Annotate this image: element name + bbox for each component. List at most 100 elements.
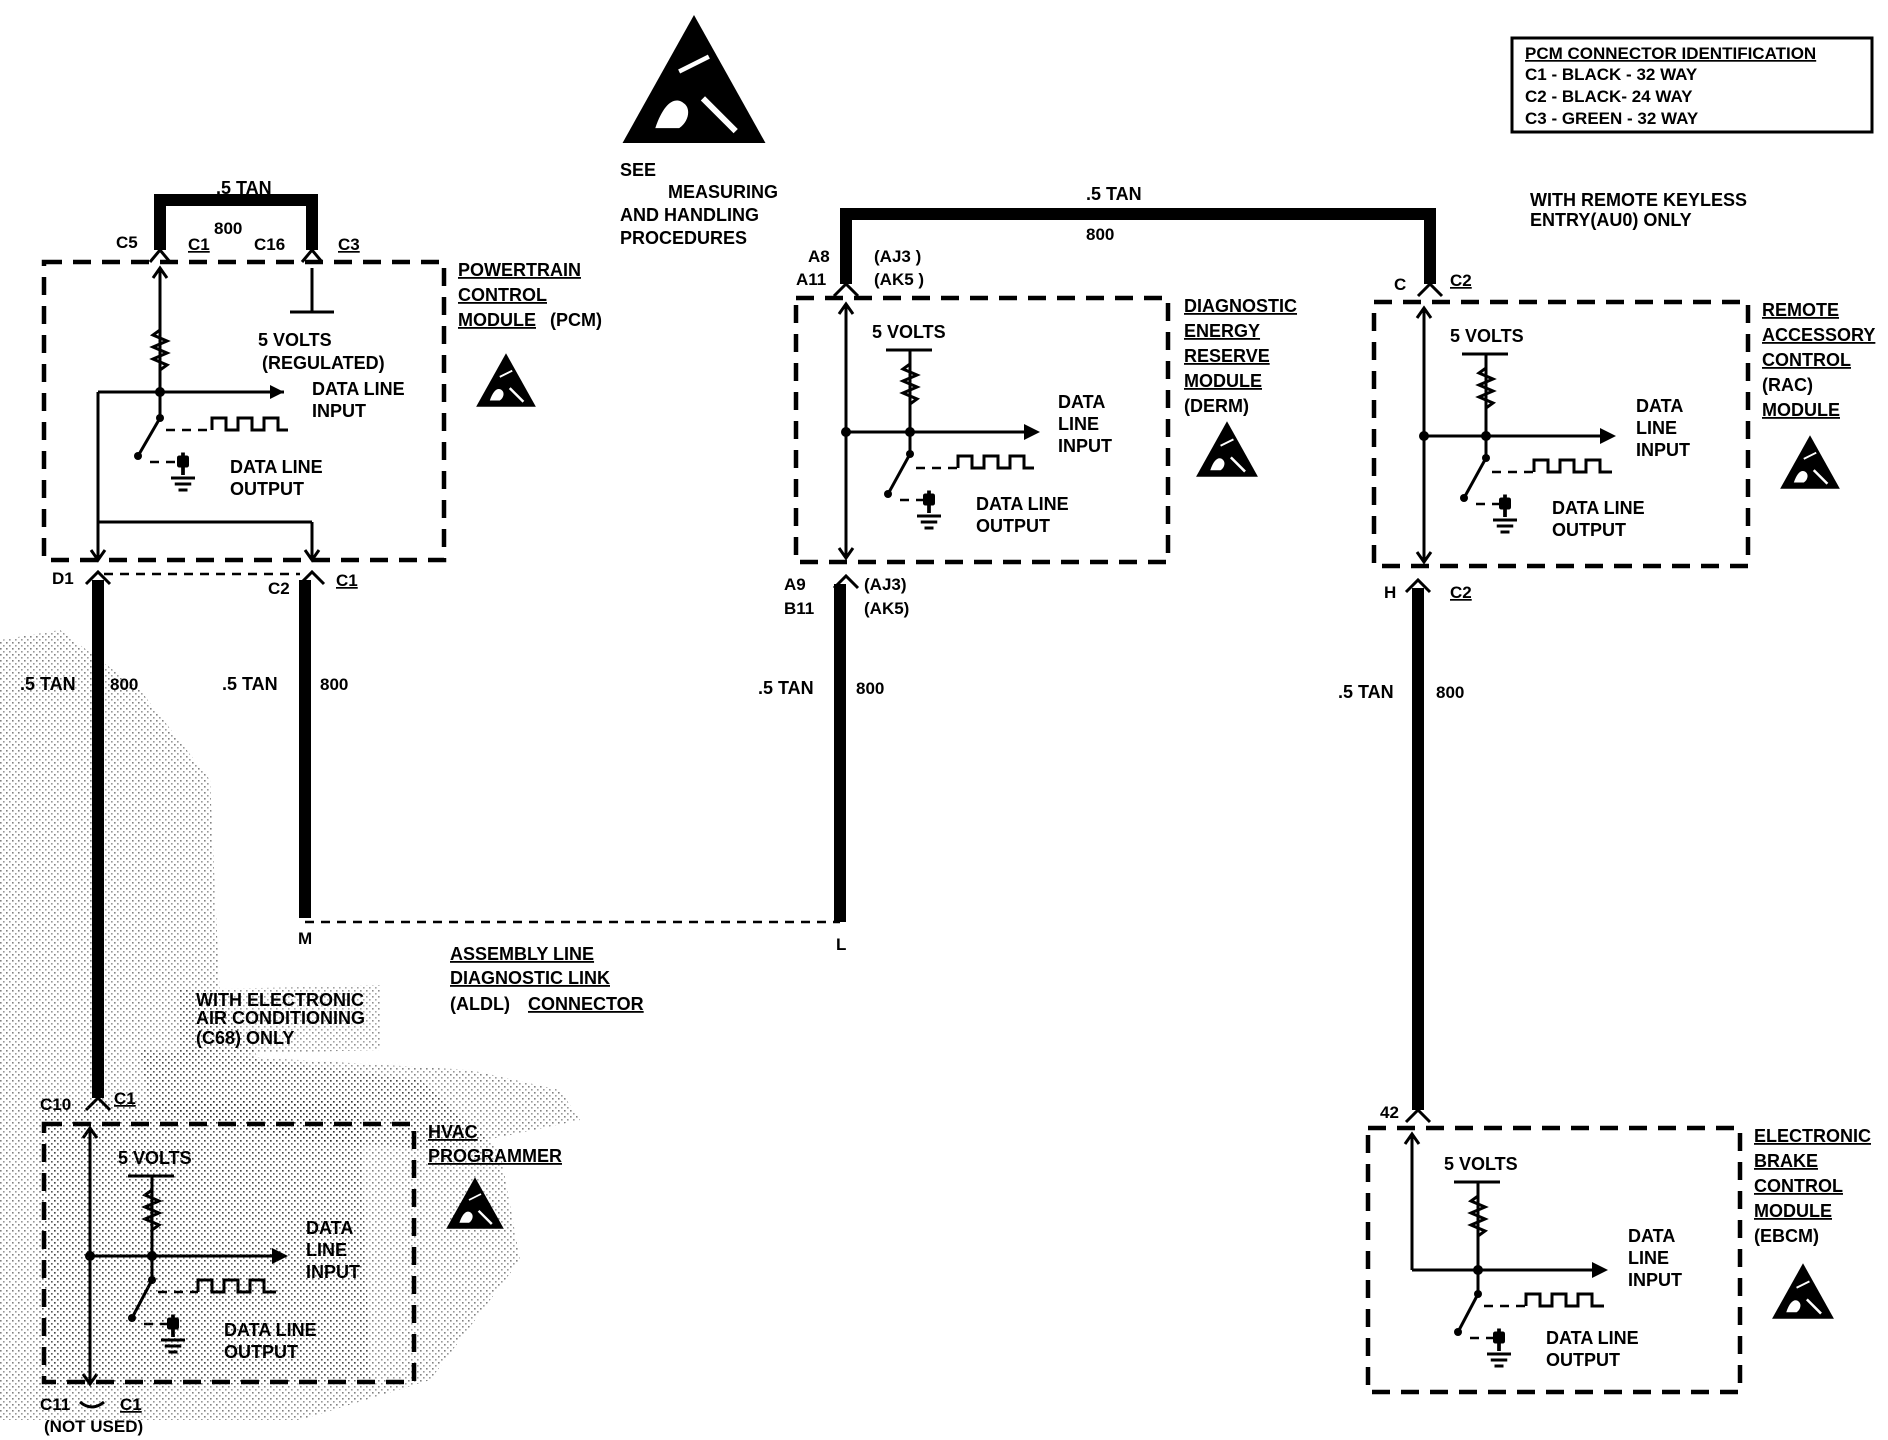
rke-note-line-1: WITH REMOTE KEYLESS <box>1530 190 1747 210</box>
hvac-name-line-2: PROGRAMMER <box>428 1146 562 1166</box>
aldl-pin-l: L <box>836 935 846 954</box>
ebcm-name-line-2: BRAKE <box>1754 1151 1818 1171</box>
ebcm-name-line-4: MODULE <box>1754 1201 1832 1221</box>
pcm-pin-d1: D1 <box>52 569 74 588</box>
aldl-connector: M L ASSEMBLY LINE DIAGNOSTIC LINK (ALDL)… <box>298 920 846 1014</box>
pcm-switch-icon <box>136 417 162 457</box>
hvac-conn-c1-top: C1 <box>114 1089 136 1108</box>
derm-opt-aj3-top: (AJ3 ) <box>874 247 921 266</box>
derm-esd-icon <box>1194 420 1260 478</box>
ebcm-resistor-icon <box>1467 1194 1489 1238</box>
ebcm-esd-icon <box>1770 1262 1836 1320</box>
hvac-note-line-3: (C68) ONLY <box>196 1028 294 1048</box>
pcm-name-line-3: MODULE <box>458 310 536 330</box>
derm-wire-circuit: 800 <box>856 679 884 698</box>
derm-input-line-2: LINE <box>1058 414 1099 434</box>
derm-output-line-2: OUTPUT <box>976 516 1050 536</box>
derm-switch-icon <box>886 453 912 495</box>
pcm-input-arrow-icon <box>270 385 284 399</box>
hvac-module: C10 C1 HVAC PROGRAMMER 5 VOLTS DATA LINE… <box>40 1089 562 1436</box>
ebcm-ground-symbol-icon <box>1487 1329 1511 1367</box>
hvac-not-used: (NOT USED) <box>44 1417 143 1436</box>
rac-input-arrow-icon <box>1600 428 1616 444</box>
derm-pin-a8: A8 <box>808 247 830 266</box>
rac-pin-c: C <box>1394 275 1406 294</box>
rac-switch-icon <box>1462 457 1488 499</box>
derm-opt-ak5-bottom: (AK5) <box>864 599 909 618</box>
aldl-line-3-abbr: (ALDL) <box>450 994 510 1014</box>
ebcm-output-line-2: OUTPUT <box>1546 1350 1620 1370</box>
pcm-conn-c3: C3 <box>338 235 360 254</box>
hvac-output-line-1: DATA LINE <box>224 1320 317 1340</box>
hvac-resistor-icon <box>141 1188 163 1232</box>
pcm-ground-symbol-icon <box>171 453 195 491</box>
aldl-pin-m: M <box>298 929 312 948</box>
esd-note-line-1: MEASURING <box>668 182 778 202</box>
pcm-connector-id-title: PCM CONNECTOR IDENTIFICATION <box>1525 44 1816 63</box>
derm-pin-b11: B11 <box>784 599 814 618</box>
hvac-input-line-3: INPUT <box>306 1262 360 1282</box>
ebcm-module: 42 ELECTRONIC BRAKE CONTROL MODULE (EBCM… <box>1365 1103 1871 1395</box>
hvac-note-line-2: AIR CONDITIONING <box>196 1008 365 1028</box>
rac-wire-tan: .5 TAN <box>1338 682 1394 702</box>
ebcm-name-line-1: ELECTRONIC <box>1754 1126 1871 1146</box>
rac-input-line-2: LINE <box>1636 418 1677 438</box>
aldl-line-2: DIAGNOSTIC LINK <box>450 968 610 988</box>
pcm-conn-c1-top: C1 <box>188 235 210 254</box>
pcm-module: .5 TAN 800 C5 C1 C16 C3 POWERTRAIN CONTR… <box>41 178 602 598</box>
derm-ground-symbol-icon <box>917 491 941 529</box>
hvac-volts: 5 VOLTS <box>118 1148 192 1168</box>
rke-note-line-2: ENTRY(AU0) ONLY <box>1530 210 1692 230</box>
rac-name-line-3: CONTROL <box>1762 350 1851 370</box>
ebcm-input-line-1: DATA <box>1628 1226 1675 1246</box>
derm-output-line-1: DATA LINE <box>976 494 1069 514</box>
rac-name-line-1: REMOTE <box>1762 300 1839 320</box>
derm-volts: 5 VOLTS <box>872 322 946 342</box>
hvac-name-line-1: HVAC <box>428 1122 478 1142</box>
ebcm-output-line-1: DATA LINE <box>1546 1328 1639 1348</box>
hvac-conn-c1-bottom: C1 <box>120 1395 142 1414</box>
ebcm-pin-42: 42 <box>1380 1103 1399 1122</box>
rac-module: C C2 REMOTE ACCESSORY CONTROL (RAC) MODU… <box>1371 271 1875 602</box>
aldl-line-1: ASSEMBLY LINE <box>450 944 594 964</box>
pcm-resistor-icon <box>149 328 171 372</box>
pcm-output-line-1: DATA LINE <box>230 457 323 477</box>
derm-resistor-icon <box>899 362 921 406</box>
hvac-switch-icon <box>130 1279 154 1319</box>
derm-pin-a9: A9 <box>784 575 806 594</box>
pcm-connector-id-box: PCM CONNECTOR IDENTIFICATION C1 - BLACK … <box>1510 36 1874 134</box>
rac-input-line-1: DATA <box>1636 396 1683 416</box>
pcm-name-line-1: POWERTRAIN <box>458 260 581 280</box>
pcm-pin-c16: C16 <box>254 235 285 254</box>
rac-conn-c2-top: C2 <box>1450 271 1472 290</box>
hvac-input-arrow-icon <box>272 1248 288 1264</box>
pcm-d1-wire-tan: .5 TAN <box>20 674 76 694</box>
derm-name-line-4: MODULE <box>1184 371 1262 391</box>
rac-name-line-5: MODULE <box>1762 400 1840 420</box>
hvac-pulse-waveform-icon <box>196 1278 276 1294</box>
rac-esd-icon <box>1778 434 1842 490</box>
ebcm-switch-icon <box>1456 1293 1480 1333</box>
pcm-c2-wire-circuit: 800 <box>320 675 348 694</box>
rac-ground-symbol-icon <box>1493 495 1517 533</box>
pcm-esd-icon <box>474 352 538 408</box>
ebcm-input-line-2: LINE <box>1628 1248 1669 1268</box>
ebcm-name-line-3: CONTROL <box>1754 1176 1843 1196</box>
aldl-line-3: CONNECTOR <box>528 994 644 1014</box>
rac-output-line-2: OUTPUT <box>1552 520 1626 540</box>
pcm-connector-id-line-3: C3 - GREEN - 32 WAY <box>1525 109 1699 128</box>
rac-resistor-icon <box>1475 366 1497 410</box>
derm-input-line-3: INPUT <box>1058 436 1112 456</box>
pcm-input-line-2: INPUT <box>312 401 366 421</box>
esd-note-line-3: PROCEDURES <box>620 228 747 248</box>
derm-pulse-waveform-icon <box>956 454 1034 470</box>
pcm-connector-id-line-1: C1 - BLACK - 32 WAY <box>1525 65 1698 84</box>
pcm-name-line-2: CONTROL <box>458 285 547 305</box>
pcm-conn-c1-bottom: C1 <box>336 571 358 590</box>
ebcm-input-arrow-icon <box>1592 1262 1608 1278</box>
rac-name-line-2: ACCESSORY <box>1762 325 1875 345</box>
rac-pin-h: H <box>1384 583 1396 602</box>
derm-name-line-1: DIAGNOSTIC <box>1184 296 1297 316</box>
pcm-connector-id-line-2: C2 - BLACK- 24 WAY <box>1525 87 1693 106</box>
derm-rac-top-wire <box>840 208 1436 284</box>
